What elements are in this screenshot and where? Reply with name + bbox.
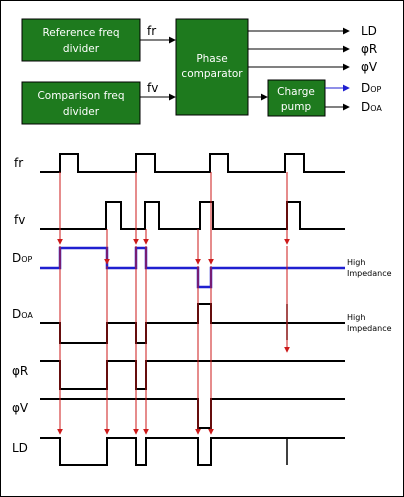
- fr-wire-label: fr: [147, 24, 156, 38]
- timing-label-dop: DOP: [12, 251, 33, 265]
- phase-comparator-line1: Phase: [196, 53, 227, 65]
- waveform-phi-r: [40, 360, 345, 390]
- timing-label-phi-v: φV: [12, 401, 29, 415]
- phi-r-output-label: φR: [361, 42, 377, 56]
- cmp-divider-line1: Comparison freq: [37, 90, 124, 102]
- dop-output-label: DOP: [361, 81, 382, 95]
- doa-high-impedance-line2: Impedance: [347, 324, 392, 333]
- waveform-dop: [40, 246, 345, 289]
- ref-divider-block: Reference freq divider: [21, 18, 141, 62]
- cmp-divider-block: Comparison freq divider: [21, 81, 141, 125]
- timing-label-doa: DOA: [12, 307, 33, 321]
- doa-high-impedance-line1: High: [347, 313, 365, 322]
- timing-label-fr: fr: [14, 156, 23, 170]
- ref-divider-line2: divider: [63, 43, 100, 55]
- fv-wire-label: fv: [147, 81, 158, 95]
- block-wires: [140, 27, 350, 111]
- dop-high-impedance-line1: High: [347, 258, 365, 267]
- waveform-doa: [40, 303, 345, 344]
- timing-label-phi-r: φR: [12, 364, 28, 378]
- dop-high-impedance-line2: Impedance: [347, 269, 392, 278]
- ref-divider-line1: Reference freq: [42, 27, 119, 39]
- phase-comparator-line2: comparator: [181, 68, 243, 80]
- waveform-ld: [40, 437, 345, 466]
- doa-output-label: DOA: [361, 100, 382, 114]
- charge-pump-block: Charge pump: [267, 79, 326, 117]
- cmp-divider-line2: divider: [63, 106, 100, 118]
- phi-v-output-label: φV: [361, 60, 378, 74]
- waveform-fr: [40, 153, 345, 173]
- timing-label-ld: LD: [12, 441, 28, 455]
- phase-comparator-block: Phase comparator: [175, 18, 249, 116]
- waveform-phi-v: [40, 398, 345, 429]
- waveform-fv: [40, 201, 345, 230]
- ld-output-label: LD: [361, 24, 377, 38]
- charge-pump-line1: Charge: [277, 86, 315, 98]
- timing-label-fv: fv: [14, 213, 25, 227]
- charge-pump-line2: pump: [281, 101, 312, 113]
